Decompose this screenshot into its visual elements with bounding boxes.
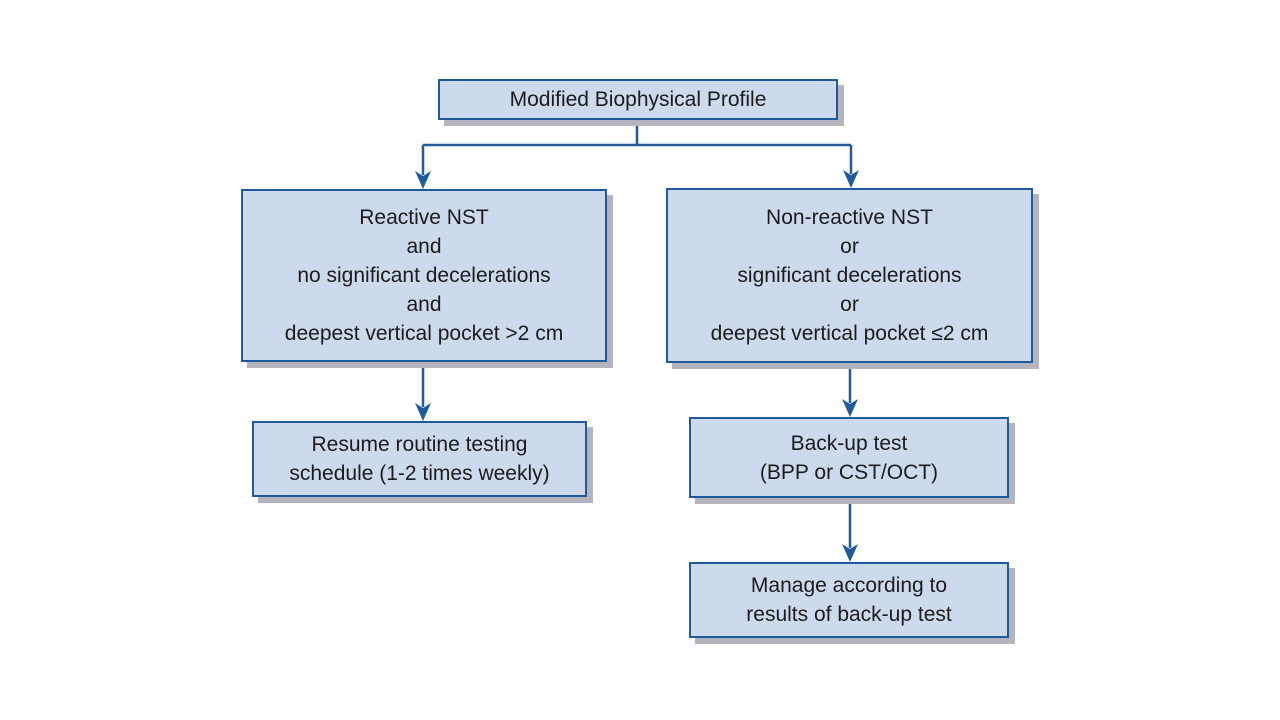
node-nonreactive-line-3: significant decelerations: [737, 264, 962, 287]
node-backup-line-1: Back-up test: [790, 431, 908, 455]
arrowhead-to-resume: [415, 403, 431, 421]
node-nonreactive-line-5: deepest vertical pocket ≤2 cm: [710, 322, 989, 345]
node-manage-according-to-results: Manage according to results of back-up t…: [689, 562, 1009, 638]
arrowhead-to-reactive: [415, 171, 431, 189]
node-nonreactive-line-4: or: [840, 293, 859, 316]
node-resume-routine-testing: Resume routine testing schedule (1-2 tim…: [252, 421, 587, 497]
node-reactive-line-1: Reactive NST: [359, 206, 489, 229]
node-back-up-test: Back-up test (BPP or CST/OCT): [689, 417, 1009, 498]
node-root-line-1: Modified Biophysical Profile: [509, 87, 767, 111]
node-manage-line-1: Manage according to: [750, 574, 948, 597]
node-reactive-line-5: deepest vertical pocket >2 cm: [284, 322, 564, 345]
node-reactive-line-4: and: [406, 293, 442, 316]
node-manage-line-2: results of back-up test: [746, 603, 952, 626]
node-reactive-nst: Reactive NST and no significant decelera…: [241, 189, 607, 362]
node-resume-line-2: schedule (1-2 times weekly): [289, 462, 550, 485]
node-resume-line-1: Resume routine testing: [311, 433, 528, 456]
arrowhead-to-nonreactive: [843, 170, 859, 188]
arrowhead-to-backup: [842, 399, 858, 417]
node-nonreactive-line-1: Non-reactive NST: [766, 206, 933, 229]
node-modified-biophysical-profile: Modified Biophysical Profile: [438, 79, 838, 120]
node-nonreactive-nst: Non-reactive NST or significant decelera…: [666, 188, 1033, 363]
node-backup-line-2: (BPP or CST/OCT): [759, 460, 939, 484]
node-nonreactive-line-2: or: [840, 235, 859, 258]
arrowhead-to-manage: [842, 544, 858, 562]
node-reactive-line-3: no significant decelerations: [297, 264, 551, 287]
node-reactive-line-2: and: [406, 235, 442, 258]
